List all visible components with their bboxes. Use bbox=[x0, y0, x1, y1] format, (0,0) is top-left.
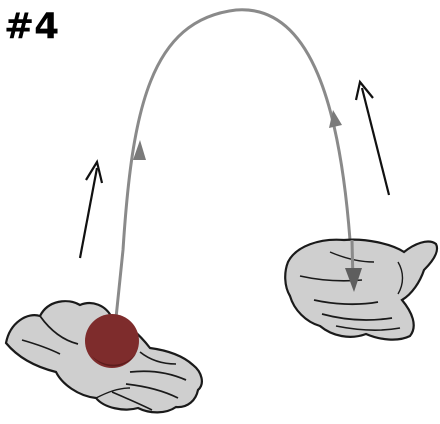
right-up-arrow-icon bbox=[356, 82, 389, 195]
left-up-arrow-icon bbox=[80, 162, 102, 258]
figure-label: #4 bbox=[4, 6, 59, 47]
ball-icon bbox=[85, 314, 139, 368]
catch-hand-icon bbox=[285, 240, 437, 340]
